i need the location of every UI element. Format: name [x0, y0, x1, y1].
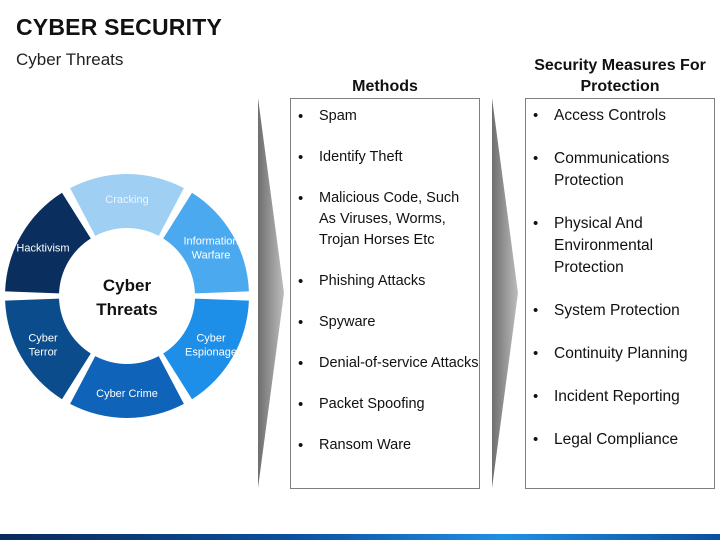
wheel-segment-label: Warfare [192, 250, 231, 262]
wheel-segment-cyber-terror [5, 298, 91, 400]
wheel-segment-label: Cracking [105, 194, 148, 206]
wheel-center-line2: Threats [96, 300, 157, 319]
protection-measure-item: Incident Reporting [526, 386, 714, 408]
methods-list: SpamIdentify TheftMalicious Code, Such A… [291, 106, 479, 456]
footer-gradient-bar [0, 534, 720, 540]
protection-heading-line1: Security Measures For [534, 57, 706, 74]
protection-measure-item: Legal Compliance [526, 429, 714, 451]
protection-list: Access ControlsCommunications Protection… [526, 105, 714, 451]
method-item: Identify Theft [291, 147, 479, 168]
wheel-segment-label: Cyber [28, 333, 58, 345]
method-item: Packet Spoofing [291, 394, 479, 415]
slide-subtitle: Cyber Threats [16, 50, 124, 69]
protection-measure-item: Communications Protection [526, 148, 714, 192]
method-item: Spam [291, 106, 479, 127]
right-arrow-shape-1 [258, 98, 284, 488]
right-arrow-shape-2 [492, 98, 518, 488]
protection-measure-item: Continuity Planning [526, 343, 714, 365]
method-item: Ransom Ware [291, 435, 479, 456]
wheel-segment-label: Espionage [185, 347, 237, 359]
wheel-segment-label: Cyber Crime [96, 388, 158, 400]
wheel-segment-label: Information [183, 236, 238, 248]
methods-heading: Methods [290, 76, 480, 97]
wheel-center-line1: Cyber [103, 276, 152, 295]
wheel-segment-information-warfare [163, 192, 249, 294]
wheel-segment-label: Cyber [196, 333, 226, 345]
wheel-segment-cracking [70, 173, 184, 236]
methods-heading-text: Methods [352, 78, 418, 95]
method-item: Spyware [291, 312, 479, 333]
cyber-threats-wheel: CrackingInformationWarfareCyberEspionage… [5, 173, 249, 419]
protection-measure-item: System Protection [526, 300, 714, 322]
protection-heading-line2: Protection [580, 78, 660, 95]
protection-heading: Security Measures For Protection [515, 55, 720, 97]
wheel-segment-label: Terror [29, 347, 58, 359]
wheel-segment-cyber-crime [70, 356, 184, 419]
method-item: Malicious Code, Such As Viruses, Worms, … [291, 188, 479, 251]
protection-measure-item: Physical And Environmental Protection [526, 213, 714, 279]
method-item: Denial-of-service Attacks [291, 353, 479, 374]
protection-list-box: Access ControlsCommunications Protection… [525, 98, 715, 489]
wheel-segment-hacktivism [5, 192, 91, 294]
method-item: Phishing Attacks [291, 271, 479, 292]
wheel-segment-cyber-espionage [163, 298, 249, 400]
protection-measure-item: Access Controls [526, 105, 714, 127]
wheel-segment-label: Hacktivism [16, 243, 69, 255]
methods-list-box: SpamIdentify TheftMalicious Code, Such A… [290, 98, 480, 489]
slide-title: CYBER SECURITY [16, 14, 222, 40]
